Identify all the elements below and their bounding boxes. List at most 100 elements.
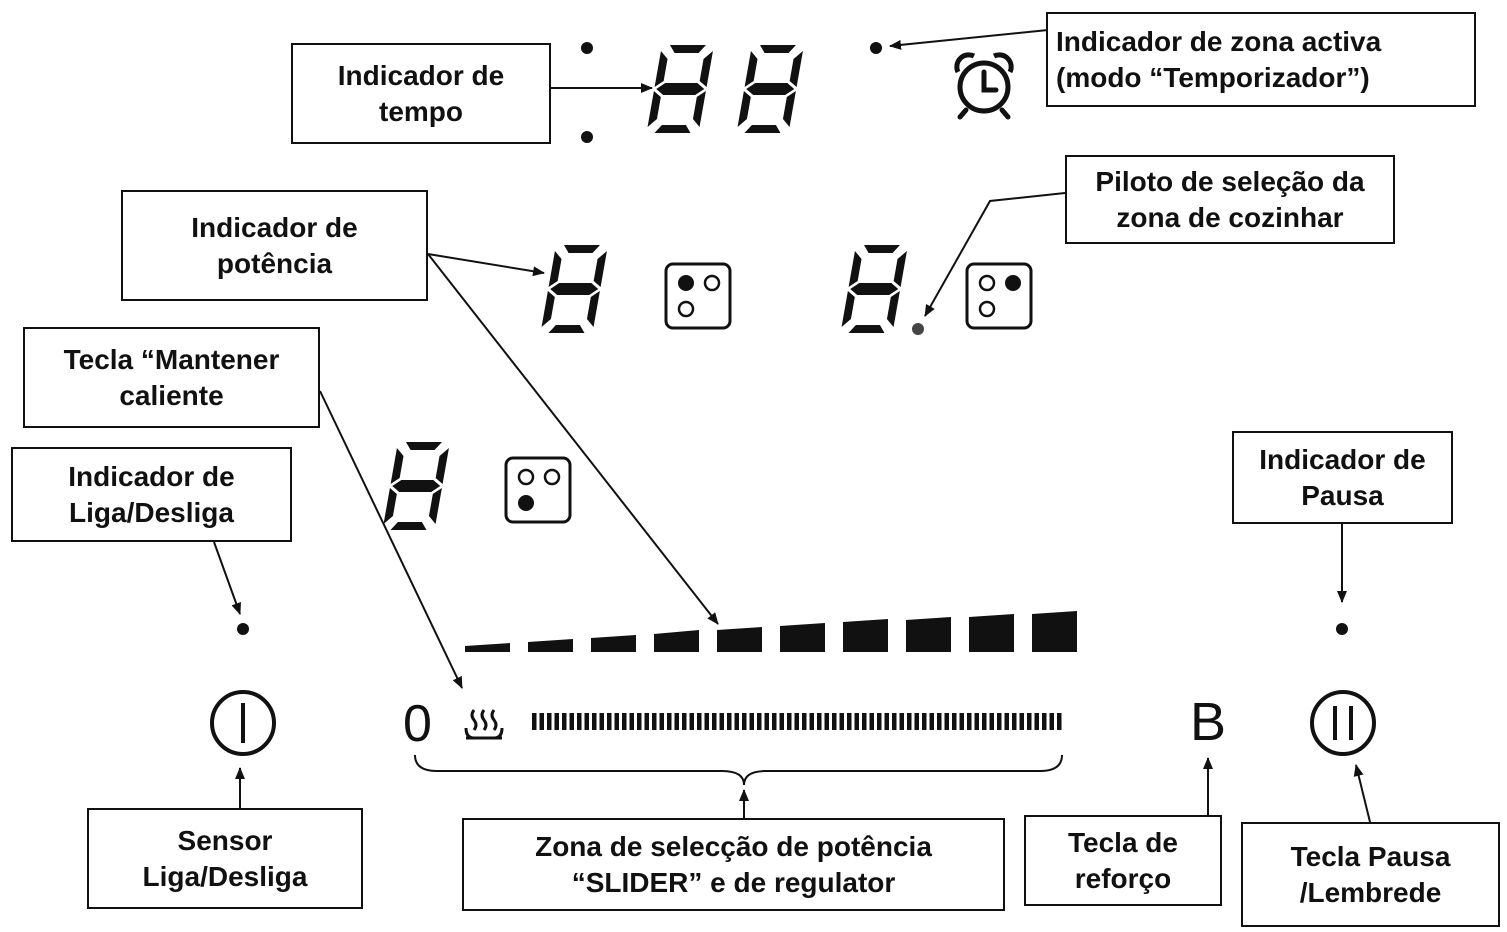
slider-tick	[734, 713, 739, 730]
slider-tick	[989, 713, 994, 730]
slider-tick	[637, 713, 642, 730]
callout-piloto	[924, 192, 1066, 317]
slider-tick	[682, 713, 687, 730]
slider-tick	[652, 713, 657, 730]
callout-potencia-a	[427, 253, 545, 277]
time-colon-dot-bottom	[581, 131, 593, 143]
slider-tick	[614, 713, 619, 730]
slider-tick	[944, 713, 949, 730]
power-digit-zone-2	[840, 245, 908, 333]
callout-zona-activa	[889, 29, 1049, 50]
cooking-zone-icon[interactable]	[664, 262, 732, 330]
slider-tick	[854, 713, 859, 730]
slider-tick	[607, 713, 612, 730]
slider-tick	[1057, 713, 1062, 730]
slider-tick	[1034, 713, 1039, 730]
slider-tick	[599, 713, 604, 730]
time-colon-dot-top	[581, 42, 593, 54]
slider-zero-label: 0	[403, 695, 432, 753]
slider-tick	[937, 713, 942, 730]
slider-tick	[787, 713, 792, 730]
slider-tick	[772, 713, 777, 730]
slider-tick	[562, 713, 567, 730]
slider-tick	[697, 713, 702, 730]
slider-tick	[959, 713, 964, 730]
callout-mantener	[319, 390, 463, 689]
cooking-zone-icon[interactable]	[504, 456, 572, 524]
slider-tick	[742, 713, 747, 730]
slider-tick	[689, 713, 694, 730]
timer-icon	[954, 52, 1014, 120]
slider-tick	[817, 713, 822, 730]
slider-tick	[869, 713, 874, 730]
time-digit-1	[646, 45, 714, 133]
zone-selection-pilot-dot	[912, 323, 924, 335]
slider-tick	[832, 713, 837, 730]
callout-potencia-b	[427, 253, 719, 625]
power-slider[interactable]	[532, 713, 1062, 730]
slider-tick	[952, 713, 957, 730]
slider-tick	[749, 713, 754, 730]
slider-tick	[577, 713, 582, 730]
slider-tick	[982, 713, 987, 730]
callout-pausa-key	[1353, 764, 1371, 823]
slider-tick	[622, 713, 627, 730]
slider-tick	[719, 713, 724, 730]
label-tecla-pausa: Tecla Pausa/Lembrede	[1241, 822, 1500, 927]
slider-tick	[674, 713, 679, 730]
slider-tick	[802, 713, 807, 730]
slider-tick	[1004, 713, 1009, 730]
slider-tick	[764, 713, 769, 730]
slider-tick	[839, 713, 844, 730]
slider-tick	[877, 713, 882, 730]
slider-tick	[974, 713, 979, 730]
slider-tick	[914, 713, 919, 730]
cooking-zone-icon[interactable]	[965, 262, 1033, 330]
slider-tick	[967, 713, 972, 730]
power-digit-zone-1	[540, 245, 608, 333]
slider-tick	[532, 713, 537, 730]
slider-tick	[847, 713, 852, 730]
slider-tick	[1019, 713, 1024, 730]
slider-tick	[907, 713, 912, 730]
slider-tick	[1042, 713, 1047, 730]
slider-tick	[704, 713, 709, 730]
slider-tick	[727, 713, 732, 730]
slider-tick	[1012, 713, 1017, 730]
power-digit-zone-3	[382, 442, 450, 530]
slider-tick	[899, 713, 904, 730]
power-icon[interactable]	[210, 690, 276, 756]
slider-tick	[629, 713, 634, 730]
slider-tick	[757, 713, 762, 730]
boost-key[interactable]: B	[1190, 692, 1227, 752]
slider-tick	[539, 713, 544, 730]
keep-warm-icon[interactable]	[464, 709, 504, 740]
slider-tick	[824, 713, 829, 730]
slider-tick	[997, 713, 1002, 730]
slider-tick	[712, 713, 717, 730]
time-digit-2	[736, 45, 804, 133]
slider-tick	[584, 713, 589, 730]
slider-tick	[659, 713, 664, 730]
slider-tick	[1049, 713, 1054, 730]
label-indicador-zona-activa: Indicador de zona activa(modo “Temporiza…	[1046, 12, 1476, 107]
slider-tick	[922, 713, 927, 730]
slider-tick	[547, 713, 552, 730]
on-off-indicator-dot	[237, 623, 249, 635]
pause-icon[interactable]	[1310, 690, 1376, 756]
slider-tick	[794, 713, 799, 730]
pause-indicator-dot	[1336, 623, 1348, 635]
slider-tick	[809, 713, 814, 730]
slider-tick	[929, 713, 934, 730]
slider-tick	[884, 713, 889, 730]
slider-tick	[554, 713, 559, 730]
